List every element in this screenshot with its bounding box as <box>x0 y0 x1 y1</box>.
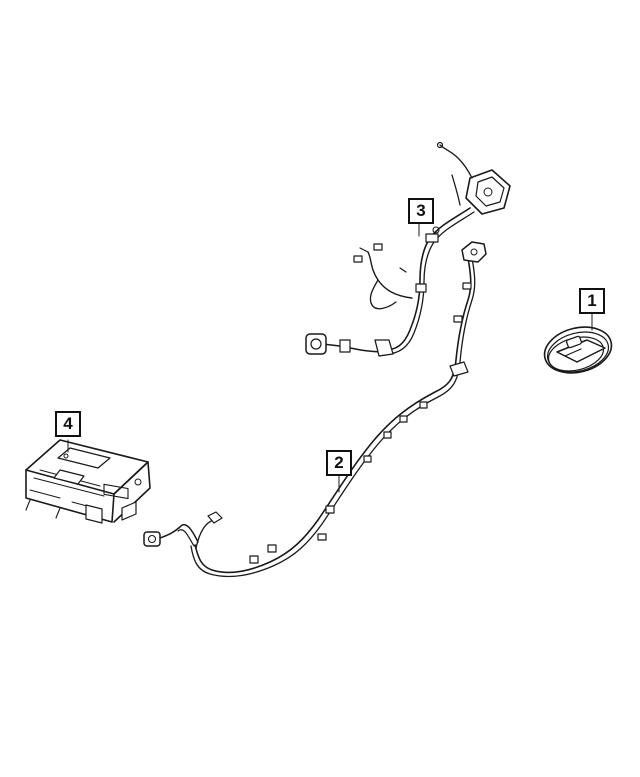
callout-2: 2 <box>326 450 352 476</box>
charging-wiring-harness[interactable] <box>143 241 487 578</box>
onboard-charger-module[interactable] <box>25 439 151 524</box>
charge-port-wiring[interactable] <box>305 141 511 357</box>
callout-3: 3 <box>408 198 434 224</box>
callout-1: 1 <box>579 288 605 314</box>
charging-cord-coiled[interactable] <box>540 307 617 380</box>
callout-4: 4 <box>55 411 81 437</box>
